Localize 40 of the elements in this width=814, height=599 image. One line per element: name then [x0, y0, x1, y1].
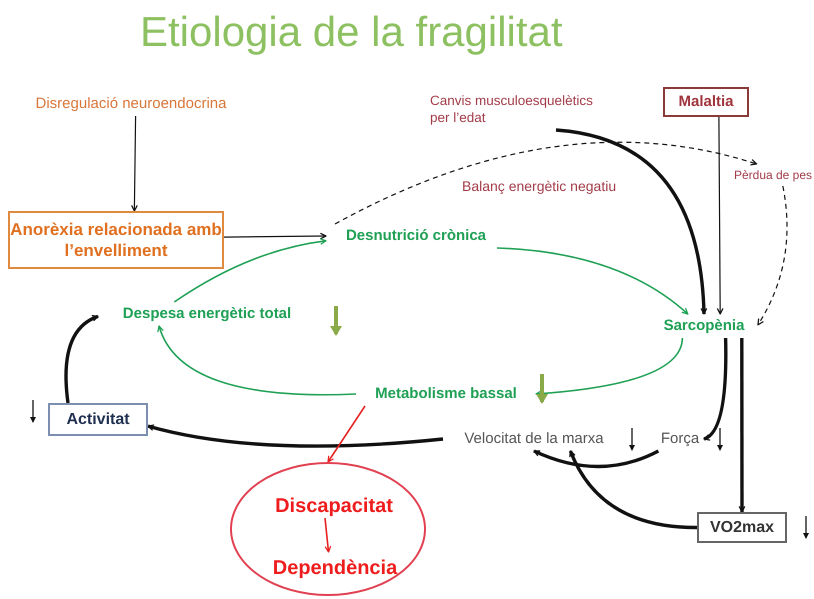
arrow — [556, 128, 708, 315]
process-box — [663, 87, 749, 117]
node-label: Despesa energètic total — [98, 302, 316, 326]
node-label: Força — [656, 427, 704, 451]
arrow — [147, 424, 444, 448]
process-box — [697, 512, 787, 543]
arrow — [496, 247, 688, 315]
diagram-title: Etiologia de la fragilitat — [140, 7, 563, 57]
box-label: Activitat — [66, 410, 130, 430]
arrow — [568, 450, 698, 530]
node-label: Discapacitat — [264, 492, 404, 520]
node-label: Desnutrició crònica — [326, 224, 506, 248]
arrow — [327, 406, 366, 463]
arrow — [174, 238, 327, 303]
arrow — [131, 116, 138, 212]
arrow — [64, 314, 99, 404]
node-label: Pèrdua de pes — [732, 164, 814, 186]
node-label: Dependència — [260, 554, 410, 582]
arrow — [224, 232, 327, 240]
cause-label: Disregulació neuroendocrina — [16, 92, 246, 116]
box-label: Malaltia — [678, 92, 734, 112]
process-box — [48, 403, 148, 436]
arrow — [738, 338, 746, 513]
arrow — [324, 518, 332, 553]
cause-label: Canvis musculoesquelètics per l’edat — [430, 90, 598, 130]
annotation-label: Balanç energètic negatiu — [462, 177, 616, 196]
box-label: Anorèxia relacionada amb l’envelliment — [10, 218, 222, 262]
arrow — [533, 449, 660, 468]
arrow — [158, 325, 356, 396]
box-label: VO2max — [710, 518, 774, 538]
node-label: Sarcopènia — [650, 314, 758, 338]
arrow — [716, 117, 724, 315]
arrow — [535, 338, 684, 397]
node-label: Metabolisme bassal — [356, 382, 536, 406]
arrow — [334, 142, 758, 225]
ellipse-shape — [230, 462, 426, 596]
process-box — [8, 211, 224, 269]
arrow — [703, 338, 728, 441]
arrow — [757, 186, 788, 326]
node-label: Velocitat de la marxa — [443, 427, 625, 451]
